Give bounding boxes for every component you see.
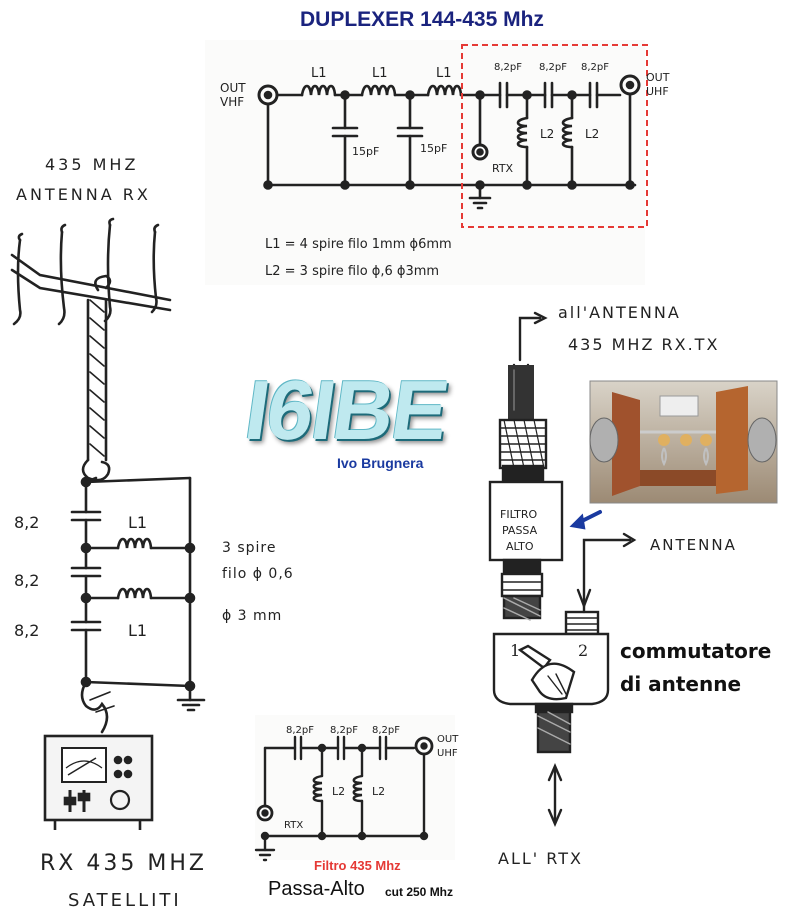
switch-label: commutatore di antenne <box>620 635 771 701</box>
dup-l1-a: L1 <box>311 66 327 81</box>
antenna-rx-cap-1: 8,2 <box>14 513 39 532</box>
small-filter-red-label: Filtro 435 Mhz <box>314 858 401 873</box>
dup-l2-a: L2 <box>540 127 554 141</box>
antenna-rx-title-1: 435 MHZ <box>45 155 138 174</box>
rtx-label: ALL' RTX <box>498 849 583 868</box>
switch-pos-2: 2 <box>578 641 588 660</box>
yagi-antenna <box>10 217 206 734</box>
antenna-rx-note-2: filo ϕ 0,6 <box>222 566 294 582</box>
switch-pos-1: 1 <box>510 641 520 660</box>
antenna-rx-cap-2: 8,2 <box>14 571 39 590</box>
antenna-switch-label: ANTENNA <box>650 536 737 554</box>
receiver-box <box>43 734 154 830</box>
author-name: Ivo Brugnera <box>337 455 424 471</box>
dup-l1-c: L1 <box>436 66 452 81</box>
antenna-rx-note-3: ϕ 3 mm <box>222 608 282 624</box>
antenna-rx-cap-3: 8,2 <box>14 621 39 640</box>
antenna-rx-l1-bottom: L1 <box>128 621 147 640</box>
dup-out-label-2: UHF <box>646 85 669 98</box>
dup-out-label-1: OUT <box>646 71 670 84</box>
antenna-rx-caption-1: RX 435 MHZ <box>40 851 207 876</box>
dup-cap-15pf-2: 15pF <box>420 142 447 155</box>
antenna-rx-caption-2: SATELLITI <box>68 890 182 911</box>
dup-note-l2: L2 = 3 spire filo ϕ,6 ϕ3mm <box>265 264 439 279</box>
antenna-rx-title-2: ANTENNA RX <box>16 185 151 204</box>
dup-cap-top-1: 8,2pF <box>494 62 522 73</box>
dup-l1-b: L1 <box>372 66 388 81</box>
small-cap-3: 8,2pF <box>372 725 400 736</box>
dup-cap-top-2: 8,2pF <box>539 62 567 73</box>
small-filter-label: Passa-Alto <box>268 878 365 900</box>
small-cap-1: 8,2pF <box>286 725 314 736</box>
duplexer-photo <box>589 380 778 504</box>
dup-l2-b: L2 <box>585 127 599 141</box>
dup-in-label-1: OUT <box>220 81 246 95</box>
dup-note-l1: L1 = 4 spire filo 1mm ϕ6mm <box>265 237 452 252</box>
antenna-rx-note-1: 3 spire <box>222 540 277 556</box>
antenna-rx-l1-top: L1 <box>128 513 147 532</box>
callsign-logo: I6IBE <box>239 363 453 457</box>
dup-in-label-2: VHF <box>220 95 244 109</box>
right-antenna-label-1: all'ANTENNA <box>558 303 681 322</box>
small-rtx: RTX <box>284 820 303 831</box>
coax-and-switch <box>488 311 637 828</box>
switch-label-line-1: commutatore <box>620 639 772 663</box>
small-cap-2: 8,2pF <box>330 725 358 736</box>
dup-rtx: RTX <box>492 162 514 175</box>
page-title: DUPLEXER 144-435 Mhz <box>300 8 544 31</box>
small-l2-b: L2 <box>372 785 385 798</box>
small-l2-a: L2 <box>332 785 345 798</box>
duplexer-schematic <box>205 40 645 285</box>
filter-label-1: FILTRO <box>500 508 538 521</box>
highpass-section-box <box>461 44 648 228</box>
right-antenna-label-2: 435 MHZ RX.TX <box>568 335 719 354</box>
switch-label-line-2: di antenne <box>620 672 742 696</box>
small-filter-schematic <box>254 715 455 862</box>
filter-label-2: PASSA <box>502 524 538 537</box>
dup-cap-top-3: 8,2pF <box>581 62 609 73</box>
dup-cap-15pf-1: 15pF <box>352 145 379 158</box>
filter-label-3: ALTO <box>506 540 534 553</box>
small-out-2: UHF <box>437 748 458 759</box>
small-filter-cut: cut 250 Mhz <box>385 885 454 899</box>
small-out-1: OUT <box>437 734 459 745</box>
